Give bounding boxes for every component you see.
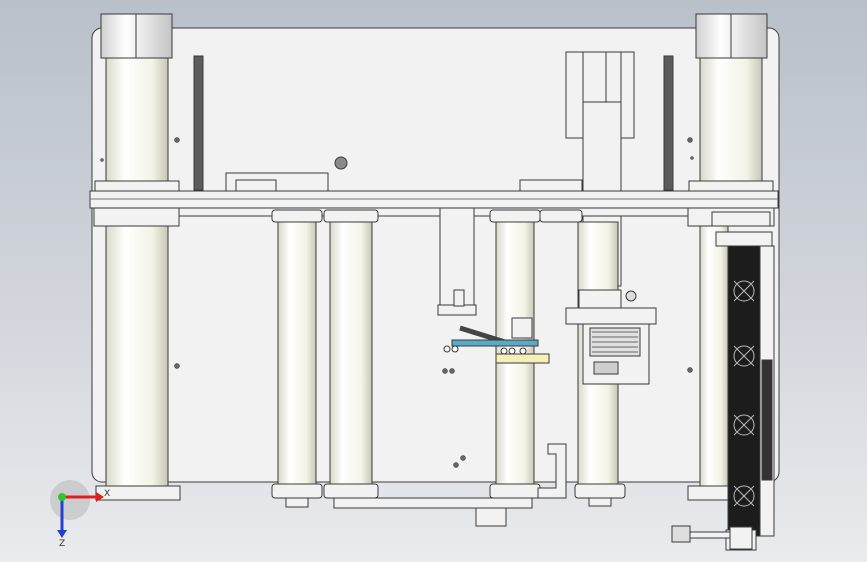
upper-column-left	[105, 57, 169, 184]
hook-bracket	[537, 443, 567, 499]
slot-right	[663, 55, 674, 191]
upper-column-right	[699, 57, 763, 184]
lower-column-right	[699, 225, 729, 489]
x-axis-label: X	[104, 489, 110, 499]
fasteners	[100, 137, 694, 468]
lower-base	[333, 497, 533, 509]
bar-under	[169, 207, 701, 217]
sensor-grille	[592, 331, 638, 353]
roller-2	[329, 221, 373, 487]
fitting	[671, 525, 691, 543]
guide-bar	[451, 339, 539, 347]
lower-column-left	[105, 225, 169, 489]
view-triad: X Z	[50, 480, 110, 549]
rail-strip	[495, 353, 550, 364]
z-axis-label: Z	[59, 539, 65, 549]
roller-1	[277, 221, 317, 487]
center-hole	[334, 156, 348, 170]
slot-left	[193, 55, 204, 191]
cooling-panel	[727, 245, 761, 537]
cooling-fans	[733, 280, 755, 507]
